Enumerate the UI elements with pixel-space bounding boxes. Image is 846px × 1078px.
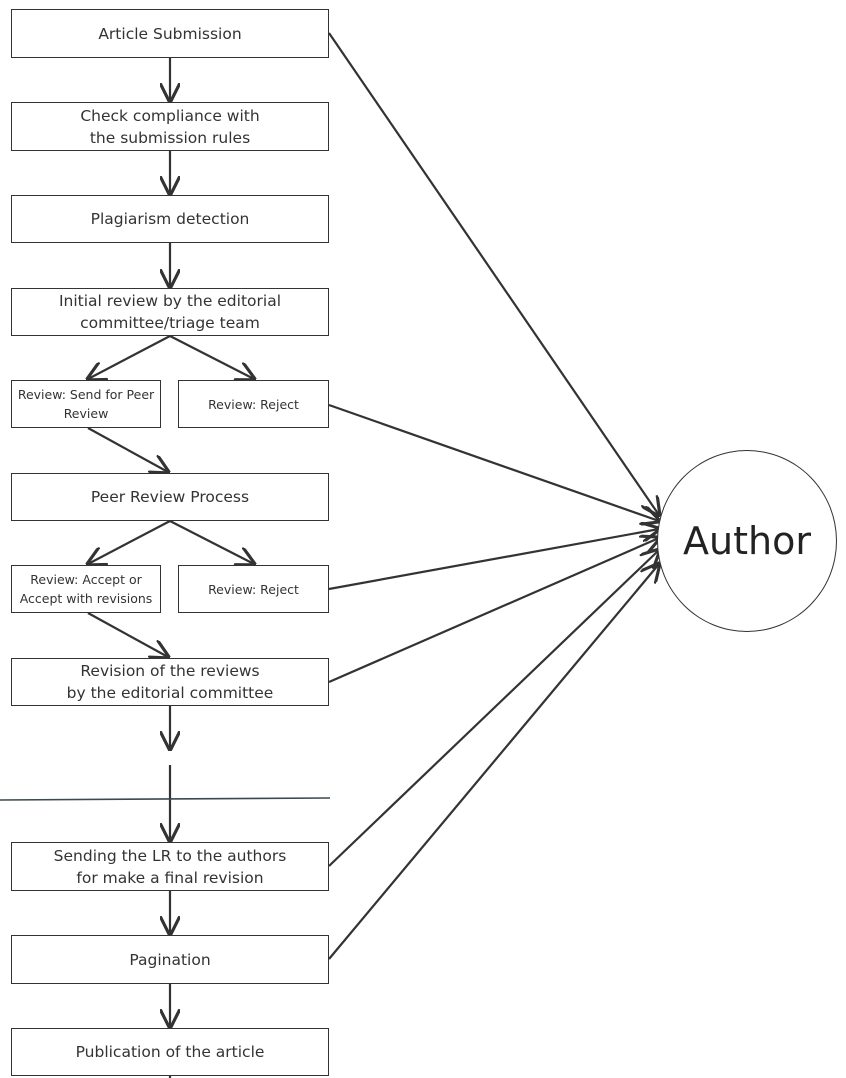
arrow-revision-to-author bbox=[328, 538, 659, 684]
node-label: Initial review by the editorial committe… bbox=[58, 292, 282, 332]
author-label: Author bbox=[683, 519, 811, 563]
node-label: Revision of the reviews by the editorial… bbox=[66, 662, 274, 702]
node-label: Peer Review Process bbox=[90, 488, 250, 506]
node-revision-of-reviews: Revision of the reviews by the editorial… bbox=[11, 658, 329, 706]
node-reject-1: Review: Reject bbox=[178, 380, 329, 428]
arrow-accept-to-revision bbox=[87, 612, 168, 657]
node-check-compliance: Check compliance with the submission rul… bbox=[11, 102, 329, 151]
author-node: Author bbox=[657, 450, 837, 632]
arrow-reject1-to-author bbox=[328, 403, 659, 521]
node-send-for-peer-review: Review: Send for Peer Review bbox=[11, 380, 161, 428]
node-label: Pagination bbox=[129, 950, 211, 969]
node-label: Check compliance with the submission rul… bbox=[80, 106, 260, 147]
arrow-sending-to-author bbox=[328, 550, 659, 867]
node-label: Sending the LR to the authors for make a… bbox=[53, 846, 287, 887]
node-label: Review: Reject bbox=[208, 396, 299, 412]
arrow-initial-to-reject1 bbox=[169, 335, 254, 379]
arrow-peerprocess-to-accept bbox=[88, 520, 171, 564]
arrow-pagination-to-author bbox=[328, 564, 659, 960]
node-pagination: Pagination bbox=[11, 935, 329, 984]
arrow-peerprocess-to-reject2 bbox=[169, 520, 254, 564]
node-accept: Review: Accept or Accept with revisions bbox=[11, 565, 161, 613]
node-peer-review-process: Peer Review Process bbox=[11, 473, 329, 521]
node-label: Review: Send for Peer Review bbox=[17, 387, 155, 421]
scan-artifact-line bbox=[0, 797, 331, 801]
node-label: Review: Reject bbox=[208, 581, 299, 597]
arrow-sendpeer-to-peerprocess bbox=[87, 427, 168, 472]
node-article-submission: Article Submission bbox=[11, 9, 329, 58]
node-publication: Publication of the article bbox=[11, 1028, 329, 1076]
node-initial-review: Initial review by the editorial committe… bbox=[11, 288, 329, 336]
node-sending-lr: Sending the LR to the authors for make a… bbox=[11, 842, 329, 891]
node-label: Article Submission bbox=[98, 24, 242, 43]
arrow-initial-to-sendpeer bbox=[88, 335, 171, 379]
arrow-reject2-to-author bbox=[328, 529, 659, 591]
node-label: Publication of the article bbox=[75, 1043, 265, 1061]
node-label: Plagiarism detection bbox=[90, 210, 250, 228]
node-plagiarism-detection: Plagiarism detection bbox=[11, 195, 329, 243]
arrow-submission-to-author bbox=[328, 32, 659, 515]
node-reject-2: Review: Reject bbox=[178, 565, 329, 613]
node-label: Review: Accept or Accept with revisions bbox=[19, 572, 153, 606]
